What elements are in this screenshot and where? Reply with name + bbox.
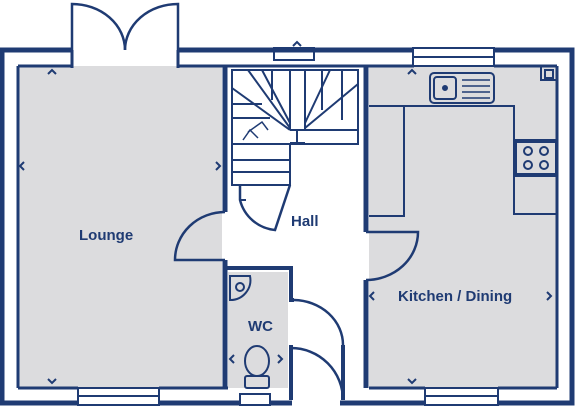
walls: [0, 47, 575, 406]
room-label-hall: Hall: [291, 213, 319, 230]
room-label-wc: WC: [248, 318, 273, 335]
window-top-stairs: [273, 47, 315, 61]
markers: [18, 40, 553, 385]
kitchen-units: [369, 66, 557, 217]
sink-icon: [429, 72, 495, 104]
basin-icon: [229, 275, 252, 302]
doors: [70, 2, 420, 401]
room-label-lounge: Lounge: [79, 227, 134, 244]
kitchen-floor: [369, 66, 557, 388]
hob-icon: [515, 141, 557, 175]
room-label-kitchen: Kitchen / Dining: [398, 288, 513, 305]
windows: [77, 47, 499, 406]
window-wc: [239, 393, 271, 406]
toilet-icon: [244, 345, 270, 389]
staircase: [231, 69, 359, 201]
